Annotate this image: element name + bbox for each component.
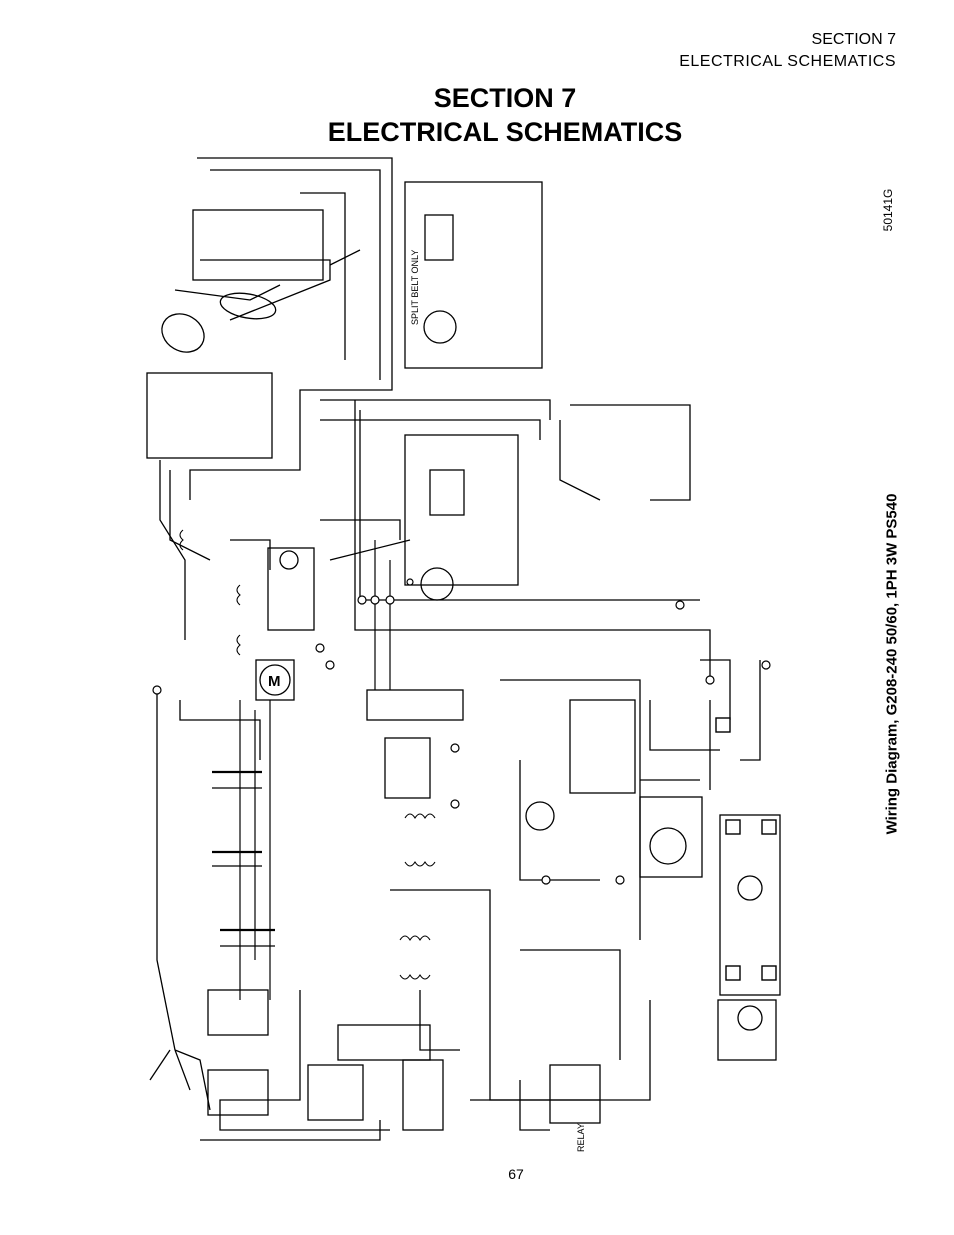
fuse-box — [307, 1064, 364, 1121]
fan-motor — [525, 801, 555, 831]
module-box — [337, 1024, 431, 1061]
main-motor — [255, 659, 295, 701]
terminal-block — [192, 209, 324, 281]
blower-motor — [649, 827, 687, 865]
timer-block — [267, 547, 315, 631]
lamp-box — [717, 999, 777, 1061]
conveyor-motor — [420, 567, 454, 601]
running-header-section: SECTION 7 — [811, 31, 896, 48]
page-title-section: SECTION 7 — [433, 83, 577, 113]
control-board — [569, 699, 636, 794]
split-belt-motor — [423, 310, 457, 344]
lamp-symbol — [737, 875, 763, 901]
motor-symbol: M — [268, 673, 281, 690]
split-belt-label: SPLIT BELT ONLY — [410, 250, 420, 325]
motor-panel — [404, 434, 519, 586]
main-switch-lower — [207, 1069, 269, 1116]
light-circuit — [719, 814, 781, 996]
main-switch-upper — [207, 989, 269, 1036]
terminal-strip — [366, 689, 464, 721]
solenoid-box — [384, 737, 431, 799]
relay-box — [424, 214, 454, 261]
contact-box — [429, 469, 465, 516]
split-belt-panel — [404, 181, 543, 369]
heater-block — [146, 372, 273, 459]
fan-box — [639, 796, 703, 878]
relay-label: RELAY — [576, 1123, 586, 1152]
lamp-symbol-2 — [737, 1005, 763, 1031]
thermostat-box — [402, 1059, 444, 1131]
page-number: 67 — [508, 1166, 524, 1182]
page-title: ELECTRICAL SCHEMATICS — [327, 117, 683, 147]
running-header-title: ELECTRICAL SCHEMATICS — [679, 53, 896, 70]
relay-block — [549, 1064, 601, 1124]
